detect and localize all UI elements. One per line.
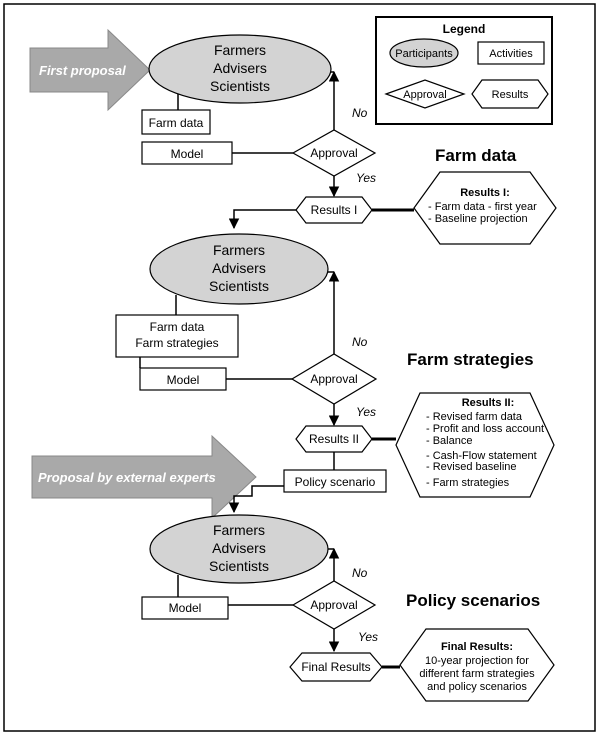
outer-frame — [3, 3, 596, 732]
heading-farm-strategies: Farm strategies — [407, 350, 534, 369]
legend-activities-label: Activities — [489, 48, 533, 60]
first-proposal-label: First proposal — [39, 63, 126, 78]
participant-advisers-3: Advisers — [212, 540, 266, 556]
results-1-detail-1: - Baseline projection — [428, 213, 528, 225]
results-2-detail-0: - Revised farm data — [426, 411, 523, 423]
legend-activities-shape — [477, 41, 545, 65]
activity-farm-data-1-label: Farm data — [149, 116, 204, 130]
results-2-detail-5: - Farm strategies — [426, 477, 510, 489]
legend: Legend Participants Activities Approval … — [375, 16, 553, 125]
legend-title: Legend — [443, 22, 486, 36]
participant-scientists-3: Scientists — [209, 558, 269, 574]
no-label-2: No — [352, 335, 368, 349]
legend-participants-label: Participants — [395, 48, 453, 60]
activity-model-3-label: Model — [169, 601, 202, 615]
heading-policy-scenarios: Policy scenarios — [406, 591, 540, 610]
results-2-detail-2: - Balance — [426, 435, 472, 447]
policy-scenario-label: Policy scenario — [295, 475, 376, 489]
participant-farmers-2: Farmers — [213, 242, 265, 258]
first-proposal-arrow — [29, 28, 151, 112]
activity-policy-scenario — [283, 469, 387, 493]
participant-advisers-1: Advisers — [213, 60, 267, 76]
legend-approval-shape — [384, 79, 466, 109]
final-results-label: Final Results — [301, 660, 370, 674]
external-proposal-label: Proposal by external experts — [38, 470, 216, 485]
participant-farmers-3: Farmers — [213, 522, 265, 538]
activity-farm-strategies-label: Farm strategies — [135, 336, 218, 350]
results1-to-ellipse2-arrow — [228, 209, 296, 230]
activity-farm-data-strategies — [115, 314, 239, 358]
results-2-detail-1: - Profit and loss account — [426, 423, 544, 435]
final-results-detail-2: and policy scenarios — [427, 681, 527, 693]
no-label-3: No — [352, 566, 368, 580]
final-results-detail-1: different farm strategies — [419, 668, 535, 680]
legend-approval-label: Approval — [403, 89, 446, 101]
final-results-detail-0: 10-year projection for — [425, 655, 529, 667]
approval-2-label: Approval — [310, 372, 357, 386]
yes-label-1: Yes — [356, 171, 376, 185]
approval-diamond-2 — [290, 353, 378, 405]
results-1-detail-0: - Farm data - first year — [428, 201, 537, 213]
results-2-detail-4: - Revised baseline — [426, 461, 517, 473]
results-details-hex-2 — [395, 392, 555, 498]
participant-farmers-1: Farmers — [214, 42, 266, 58]
legend-participants-shape — [389, 38, 459, 68]
participant-scientists-1: Scientists — [210, 78, 270, 94]
results-2-detail-3: - Cash-Flow statement — [426, 450, 537, 462]
participants-ellipse-1 — [148, 34, 332, 104]
yes-label-3: Yes — [358, 630, 378, 644]
approval-diamond-3 — [291, 580, 377, 630]
approval-1-label: Approval — [310, 146, 357, 160]
activity-farm-data-1 — [141, 109, 211, 135]
participant-scientists-2: Scientists — [209, 278, 269, 294]
yes-label-2: Yes — [356, 405, 376, 419]
results-2-details-title: Results II: — [462, 397, 515, 409]
results-1-label: Results I — [311, 203, 358, 217]
participant-advisers-2: Advisers — [212, 260, 266, 276]
results-1-details-title: Results I: — [460, 187, 510, 199]
results-2-label: Results II — [309, 432, 359, 446]
participants-ellipse-2 — [149, 233, 329, 305]
no-label-1: No — [352, 106, 368, 120]
final-results-details-hex — [399, 628, 555, 702]
activity-model-3 — [141, 596, 229, 620]
activity-model-1-label: Model — [171, 147, 204, 161]
heading-farm-data: Farm data — [435, 146, 517, 165]
results-details-hex-1 — [413, 171, 557, 245]
approval-3-label: Approval — [310, 598, 357, 612]
legend-results-shape — [471, 79, 549, 109]
final-results-details-title: Final Results: — [441, 641, 513, 653]
approval-diamond-1 — [291, 129, 377, 177]
activity-model-2-label: Model — [167, 373, 200, 387]
legend-results-label: Results — [492, 89, 529, 101]
policy-to-ellipse3-arrow — [228, 485, 284, 514]
activity-farm-data-2-label: Farm data — [150, 320, 205, 334]
